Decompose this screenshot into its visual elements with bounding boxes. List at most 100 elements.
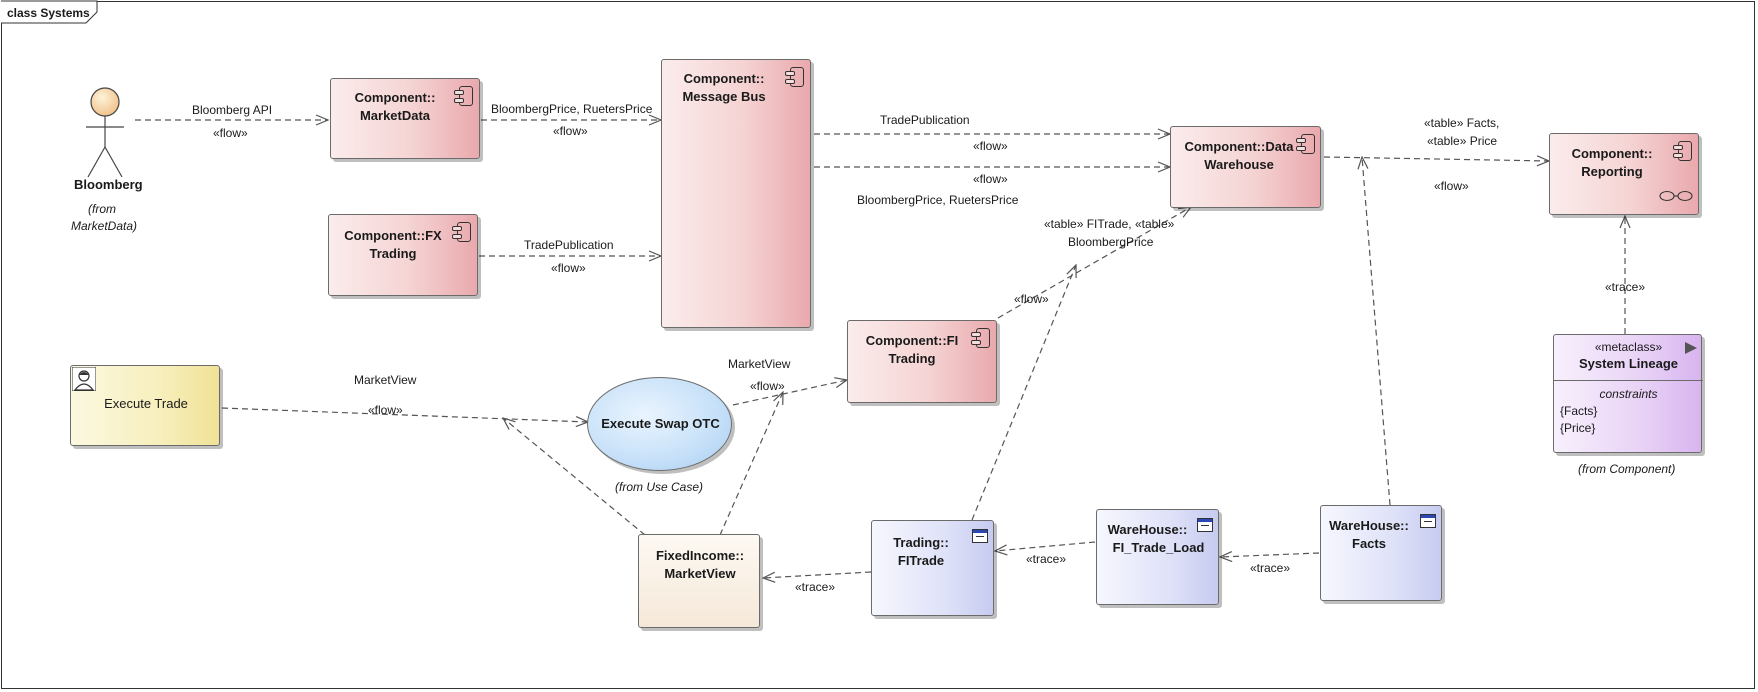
component-marketdata[interactable]: Component:: MarketData (330, 78, 480, 159)
execute-swap-otc[interactable]: Execute Swap OTC (587, 377, 732, 471)
edge-marketview-swap[interactable] (503, 418, 646, 536)
component-icon (452, 222, 471, 242)
title-line2: Trading (888, 351, 936, 366)
edge-fitrading-warehouse[interactable] (997, 207, 1191, 319)
title-line1: Component::FX (344, 228, 442, 243)
bloomberg-actor-icon[interactable] (80, 86, 130, 180)
label-trace-fitrade: «trace» (795, 580, 836, 594)
label-marketdata-prices: BloombergPrice, RuetersPrice (491, 102, 653, 116)
title-line2: Facts (1352, 536, 1386, 551)
lineage-item-facts: {Facts} (1560, 404, 1598, 418)
worker-icon (72, 367, 96, 391)
actor-from-line2: MarketData) (71, 219, 138, 233)
title-line1: Component:: (683, 71, 765, 86)
edge-loadtrade-fitrade-trace[interactable] (995, 541, 1096, 551)
title-line1: WareHouse:: (1107, 522, 1188, 537)
component-icon (454, 86, 473, 106)
title-line2: Reporting (1581, 164, 1643, 179)
class-fixedincome-marketview[interactable]: FixedIncome:: MarketView (638, 534, 760, 628)
component-fi-trading-title: Component::FI Trading (848, 332, 976, 368)
component-fi-trading[interactable]: Component::FI Trading (847, 320, 997, 403)
fixedincome-title: FixedIncome:: MarketView (639, 547, 761, 583)
actor-from-line1: (from (88, 202, 116, 216)
label-flow-fx: «flow» (551, 261, 586, 275)
frame-title: class Systems (7, 6, 90, 20)
edge-facts-loadtrade-trace[interactable] (1220, 553, 1320, 557)
lineage-stereotype: «metaclass» (1594, 340, 1663, 354)
execute-swap-from: (from Use Case) (615, 480, 704, 494)
component-reporting[interactable]: Component:: Reporting (1549, 133, 1699, 215)
label-table-fitrade: «table» FITrade, «table» (1044, 217, 1175, 231)
component-icon (785, 67, 804, 87)
execute-trade-label: Execute Trade (104, 396, 188, 411)
execute-trade[interactable]: Execute Trade (70, 365, 220, 446)
component-data-warehouse-title: Component::Data Warehouse (1171, 138, 1307, 174)
title-line2: FI_Trade_Load (1112, 540, 1205, 555)
fitrade-title: Trading:: FITrade (872, 534, 970, 570)
title-line1: WareHouse:: (1329, 518, 1409, 533)
title-line2: Trading (369, 246, 417, 261)
edge-warehouse-reporting[interactable] (1323, 157, 1549, 161)
label-marketview-1: MarketView (354, 373, 417, 387)
title-line2: Warehouse (1204, 157, 1274, 172)
edge-fitrade-marketview-trace[interactable] (763, 571, 872, 578)
title-line2: Message Bus (682, 89, 766, 104)
label-flow-marketdata: «flow» (553, 124, 588, 138)
label-bus-prices: BloombergPrice, RuetersPrice (857, 193, 1019, 207)
component-fx-trading-title: Component::FX Trading (329, 227, 457, 263)
component-icon (1673, 141, 1692, 161)
component-fx-trading[interactable]: Component::FX Trading (328, 214, 478, 296)
label-flow-fitrading: «flow» (1014, 292, 1049, 306)
play-triangle-icon (1685, 342, 1697, 354)
component-icon (971, 328, 990, 348)
frame-tab (1, 0, 98, 24)
component-message-bus[interactable]: Component:: Message Bus (661, 59, 811, 328)
label-trace-loadtrade: «trace» (1026, 552, 1067, 566)
facts-title: WareHouse:: Facts (1321, 517, 1417, 553)
table-icon (1420, 514, 1436, 528)
label-marketview-2: MarketView (728, 357, 791, 371)
table-trading-fitrade[interactable]: Trading:: FITrade (871, 520, 994, 616)
title-line1: Component:: (354, 90, 436, 105)
edge-marketview-fitrading[interactable] (719, 392, 783, 536)
component-reporting-title: Component:: Reporting (1550, 145, 1674, 181)
component-message-bus-title: Component:: Message Bus (662, 70, 786, 106)
lineage-divider (1554, 380, 1703, 381)
metaclass-system-lineage[interactable]: «metaclass» System Lineage constraints {… (1553, 334, 1703, 453)
lineage-from: (from Component) (1578, 462, 1676, 476)
execute-swap-label: Execute Swap OTC (601, 416, 720, 431)
title-line1: Trading:: (893, 535, 949, 550)
label-flow-bloomberg: «flow» (213, 126, 248, 140)
component-data-warehouse[interactable]: Component::Data Warehouse (1170, 126, 1321, 208)
table-warehouse-fi-trade-load[interactable]: WareHouse:: FI_Trade_Load (1096, 509, 1219, 605)
label-bloomberg-price: BloombergPrice (1068, 235, 1154, 249)
label-table-facts: «table» Facts, (1424, 116, 1500, 130)
lineage-section: constraints (1599, 387, 1658, 401)
title-line2: MarketData (359, 108, 431, 123)
table-icon (972, 529, 988, 543)
label-flow-swap: «flow» (750, 379, 785, 393)
fi-trade-load-title: WareHouse:: FI_Trade_Load (1097, 521, 1220, 557)
composite-link-icon (1659, 190, 1693, 202)
title-line1: FixedIncome:: (655, 548, 745, 563)
label-trace-facts: «trace» (1250, 561, 1291, 575)
label-bus-trade-publication: TradePublication (880, 113, 970, 127)
table-icon (1197, 518, 1213, 532)
label-fx-trade-publication: TradePublication (524, 238, 614, 252)
lineage-name: System Lineage (1579, 356, 1678, 371)
edge-fitrade-warehouse[interactable] (971, 265, 1076, 521)
title-line1: Component:: (1571, 146, 1653, 161)
label-flow-bus-trade: «flow» (973, 139, 1008, 153)
label-bloomberg-api: Bloomberg API (192, 103, 273, 117)
table-warehouse-facts[interactable]: WareHouse:: Facts (1320, 505, 1442, 601)
label-flow-reporting: «flow» (1434, 179, 1469, 193)
lineage-item-price: {Price} (1560, 421, 1596, 435)
component-icon (1296, 134, 1315, 154)
edge-facts-warehouse[interactable] (1362, 157, 1391, 506)
title-line1: Component::Data (1184, 139, 1294, 154)
label-trace-lineage: «trace» (1605, 280, 1646, 294)
label-table-price: «table» Price (1427, 134, 1498, 148)
title-line2: FITrade (897, 553, 945, 568)
edge-executetrade-swap[interactable] (221, 407, 588, 422)
